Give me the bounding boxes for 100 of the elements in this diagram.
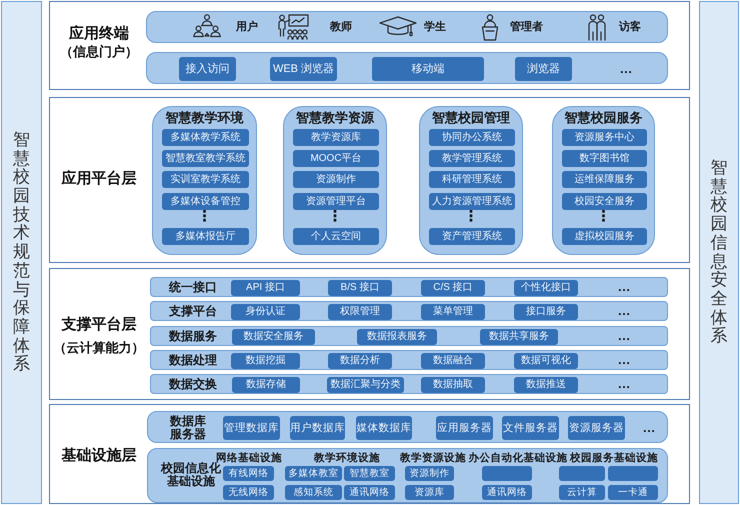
side-panel: [699, 1, 739, 504]
row-band: [150, 277, 668, 297]
module-box: 个人云空间: [293, 228, 379, 245]
module-box: 智慧教室教学系统: [162, 150, 249, 167]
module-box: 无线网络: [223, 485, 274, 500]
user-role-label: 用户: [236, 20, 258, 34]
subgroup-heading: 办公自动化基础设施: [468, 452, 568, 465]
module-box: 人力资源管理系统: [429, 193, 515, 210]
user-role-label: 管理者: [510, 20, 543, 34]
row-band: [146, 52, 668, 84]
module-box: 数字图书馆: [562, 150, 647, 167]
vertical-ellipsis: ⋮: [462, 207, 480, 225]
ellipsis: …: [616, 327, 632, 343]
module-box: 数据分析: [328, 353, 392, 369]
module-box: 数据安全服务: [232, 329, 315, 345]
empty-module-box: [608, 466, 658, 481]
module-box: 媒体数据库: [356, 416, 412, 440]
layer-panel: [49, 404, 690, 504]
row-band: [150, 374, 668, 394]
module-box: 数据汇聚与分类: [327, 377, 404, 393]
module-box: 数据挖掘: [231, 353, 300, 369]
module-box: 协同办公系统: [429, 129, 515, 146]
layer-subtitle: （信息门户）: [59, 43, 139, 61]
vertical-title: 智慧校园技术规范与保障体系: [13, 131, 30, 374]
group-heading: 智慧校园服务: [564, 109, 644, 127]
module-box: 数据融合: [421, 353, 485, 369]
module-box: 数据推送: [514, 377, 578, 393]
group-heading: 智慧教学环境: [164, 109, 244, 127]
ellipsis: …: [642, 419, 656, 435]
module-group-panel: [419, 106, 523, 255]
module-box: 智慧教室: [344, 466, 395, 481]
ellipsis: …: [616, 302, 632, 318]
row-title: 校园信息化基础设施: [160, 461, 221, 489]
module-group-panel: [552, 106, 655, 255]
module-box: 多媒体教学系统: [162, 129, 249, 146]
layer-title: 基础设施层: [60, 447, 138, 465]
module-box: 个性化接口: [514, 280, 578, 296]
module-box: 资源服务器: [568, 416, 625, 440]
module-box: 应用服务器: [436, 416, 493, 440]
vertical-ellipsis: ⋮: [595, 207, 612, 225]
user-role-label: 访客: [619, 20, 641, 34]
ellipsis: …: [616, 375, 632, 391]
module-box: 资源管理平台: [293, 193, 379, 210]
module-box: 管理数据库: [223, 416, 280, 440]
subgroup-heading: 校园服务基础设施: [570, 452, 658, 465]
ellipsis: …: [616, 351, 632, 367]
vertical-title: 智慧校园信息安全体系: [710, 159, 728, 346]
subgroup-heading: 教学资源设施: [400, 452, 466, 465]
module-box: 移动端: [372, 57, 484, 81]
side-panel: [1, 1, 42, 504]
vertical-ellipsis: ⋮: [196, 207, 213, 225]
layer-title: 应用平台层: [60, 170, 138, 188]
vertical-ellipsis: ⋮: [326, 207, 344, 225]
module-box: 一卡通: [608, 485, 658, 500]
module-box: 感知系统: [285, 485, 342, 500]
module-box: 通讯网络: [344, 485, 395, 500]
module-box: 资产管理系统: [429, 228, 515, 245]
row-band: [147, 448, 668, 503]
module-box: 有线网络: [223, 466, 274, 481]
module-group-panel: [283, 106, 387, 255]
module-box: 浏览器: [515, 57, 572, 81]
module-group-panel: [152, 106, 257, 255]
module-box: 文件服务器: [502, 416, 559, 440]
layer-panel: [49, 1, 690, 90]
module-box: 云计算: [559, 485, 605, 500]
module-box: 多媒体设备管控: [162, 193, 249, 210]
row-title: 数据处理: [168, 352, 218, 368]
row-band: [150, 301, 668, 321]
module-box: MOOC平台: [293, 150, 379, 167]
module-box: WEB 浏览器: [270, 57, 337, 81]
row-title: 数据交换: [168, 376, 218, 392]
layer-panel: [49, 97, 690, 263]
module-box: 多媒体报告厅: [162, 228, 249, 245]
empty-module-box: [559, 466, 605, 481]
user-role-label: 教师: [330, 20, 352, 34]
row-band: [146, 11, 668, 43]
module-box: 接口服务: [514, 304, 578, 320]
module-box: 资源制作: [405, 466, 454, 481]
module-box: 数据报表服务: [357, 329, 437, 345]
layer-title: 应用终端: [68, 25, 130, 43]
ellipsis: …: [618, 60, 634, 76]
row-band: [147, 411, 668, 443]
module-box: 数据抽取: [421, 377, 485, 393]
module-box: 多媒体教室: [285, 466, 342, 481]
module-box: 校园安全服务: [562, 193, 647, 210]
module-box: 科研管理系统: [429, 171, 515, 188]
module-box: API 接口: [231, 280, 300, 296]
layer-title: 支撑平台层: [60, 316, 138, 334]
module-box: 权限管理: [328, 304, 392, 320]
empty-module-box: [482, 466, 532, 481]
subgroup-heading: 网络基础设施: [216, 452, 282, 464]
row-title: 数据库服务器: [168, 414, 207, 441]
module-box: 数据可视化: [514, 353, 578, 369]
subgroup-heading: 教学环境设施: [314, 452, 380, 465]
module-box: 实训室教学系统: [162, 171, 249, 188]
user-role-label: 学生: [424, 20, 446, 34]
module-box: 通讯网络: [482, 485, 532, 500]
module-box: 数据存储: [232, 377, 300, 393]
row-title: 支撑平台: [168, 302, 218, 320]
module-box: 数据共享服务: [480, 329, 558, 345]
